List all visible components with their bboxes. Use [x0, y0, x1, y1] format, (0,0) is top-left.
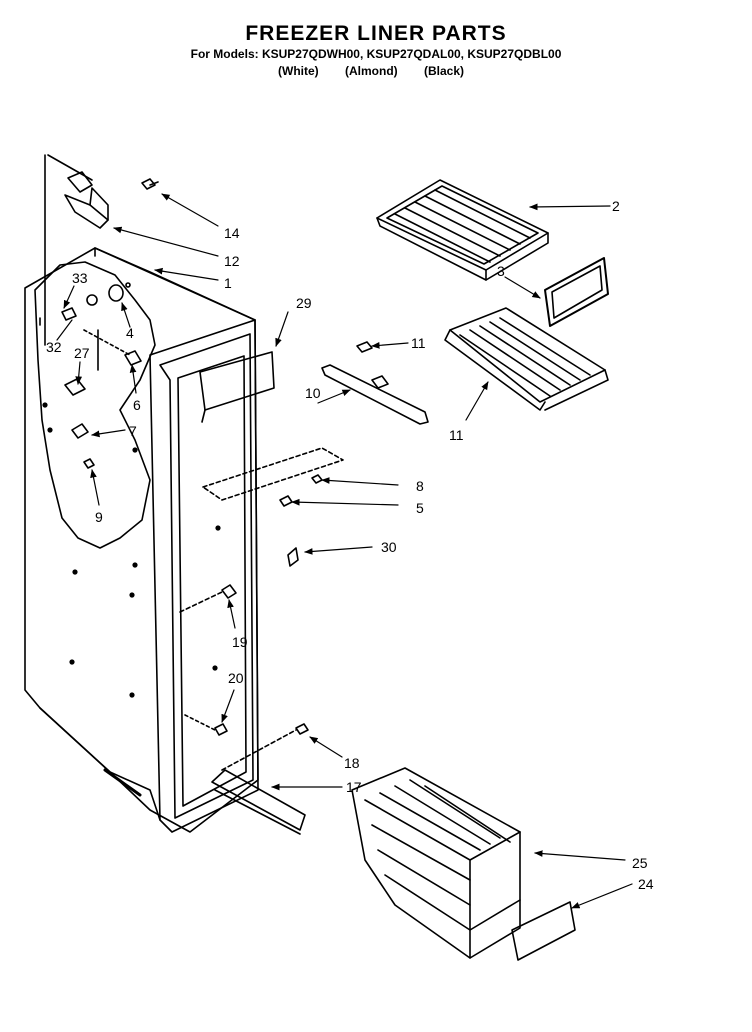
- wire-basket: [351, 767, 521, 959]
- clip-30: [287, 547, 299, 567]
- basket-front: [511, 901, 576, 961]
- callout-33: 33: [72, 270, 88, 286]
- screw-20: [184, 714, 228, 736]
- callout-20: 20: [228, 670, 244, 686]
- callout-numbers: 14 12 1 2 3 11 10 11 29 8 5 30 19 20 18 …: [46, 198, 654, 892]
- callout-29: 29: [296, 295, 312, 311]
- callout-15: 14: [224, 225, 240, 241]
- callout-12: 11: [411, 335, 426, 351]
- callout-19: 19: [232, 634, 248, 650]
- upper-shelf: [376, 179, 549, 281]
- callout-5: 5: [416, 500, 424, 516]
- screw-12: [356, 341, 373, 353]
- callout-32: 32: [46, 339, 62, 355]
- sensor-19: [179, 584, 237, 613]
- callout-8: 8: [416, 478, 424, 494]
- callout-24: 24: [638, 876, 654, 892]
- wall-components: [39, 282, 142, 469]
- leader-lines: [56, 193, 633, 909]
- diagram-title: FREEZER LINER PARTS: [245, 22, 507, 45]
- callout-6: 6: [133, 397, 141, 413]
- callout-10: 10: [305, 385, 321, 401]
- callout-1: 1: [224, 275, 232, 291]
- shelf-support: [202, 447, 344, 507]
- callout-11: 11: [449, 427, 464, 443]
- top-bracket: [44, 154, 159, 346]
- model-list: For Models: KSUP27QDWH00, KSUP27QDAL00, …: [190, 47, 562, 61]
- callout-2: 2: [612, 198, 620, 214]
- light-shield: [199, 351, 275, 423]
- shelf-frame: [544, 257, 609, 327]
- wire-shelf: [444, 307, 609, 411]
- callout-30: 30: [381, 539, 397, 555]
- color-black: (Black): [424, 64, 465, 78]
- callout-4: 4: [126, 325, 134, 341]
- callout-17: 17: [346, 779, 362, 795]
- callout-14: 12: [224, 253, 240, 269]
- callout-3: 3: [497, 263, 505, 279]
- shelf-rail: [321, 364, 429, 425]
- callout-9: 9: [95, 509, 103, 525]
- callout-25: 25: [632, 855, 648, 871]
- lower-trim: [211, 769, 306, 835]
- callout-7: 7: [129, 423, 137, 439]
- color-almond: (Almond): [345, 64, 398, 78]
- callout-27: 27: [74, 345, 90, 361]
- callout-18: 18: [344, 755, 360, 771]
- diagram-header: FREEZER LINER PARTS For Models: KSUP27QD…: [0, 0, 752, 90]
- freezer-liner: [24, 247, 259, 833]
- screw-18: [221, 723, 309, 771]
- color-white: (White): [278, 64, 319, 78]
